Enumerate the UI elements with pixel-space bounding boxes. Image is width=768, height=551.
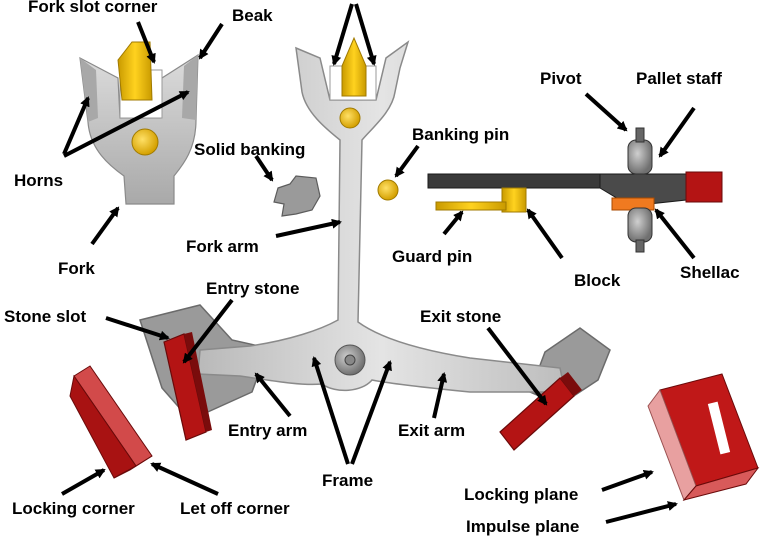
label-entry-stone: Entry stone bbox=[206, 279, 300, 298]
side-view bbox=[427, 127, 723, 253]
arrow-exit-arm bbox=[432, 372, 448, 419]
label-locking-plane: Locking plane bbox=[464, 485, 578, 504]
arrow-entry-stone bbox=[182, 298, 234, 364]
label-block: Block bbox=[574, 271, 621, 290]
label-fork-slot-corner: Fork slot corner bbox=[28, 0, 158, 16]
fork-detail-guard-pin bbox=[131, 128, 159, 156]
label-exit-arm: Exit arm bbox=[398, 421, 465, 440]
arrow-pivot bbox=[584, 92, 628, 132]
label-stone-slot: Stone slot bbox=[4, 307, 87, 326]
arrow-top-right bbox=[354, 3, 377, 66]
label-impulse-plane: Impulse plane bbox=[466, 517, 579, 536]
loose-stone-right-bottom bbox=[682, 467, 760, 501]
arrow-entry-arm bbox=[254, 372, 292, 418]
arrow-horns-left bbox=[62, 96, 90, 155]
side-view-lower-pivot bbox=[635, 239, 645, 253]
loose-stone-right-window bbox=[707, 401, 731, 455]
side-view-staff-upper bbox=[627, 139, 653, 175]
label-fork-arm: Fork arm bbox=[186, 237, 259, 256]
pallet-arbor-center bbox=[344, 354, 356, 366]
arrow-block bbox=[526, 208, 564, 260]
loose-stone-left bbox=[69, 365, 153, 479]
side-view-pivot bbox=[635, 127, 645, 143]
label-pivot: Pivot bbox=[540, 69, 582, 88]
arrow-stone-slot bbox=[105, 316, 170, 341]
arrow-impulse-plane bbox=[605, 501, 678, 524]
solid-banking bbox=[273, 175, 321, 217]
arrow-fork-slot-corner bbox=[136, 21, 156, 64]
arrow-let-off-corner bbox=[150, 462, 219, 496]
arrow-pallet-staff bbox=[658, 106, 696, 158]
side-view-guard-pin bbox=[435, 201, 507, 211]
exit-stone-side bbox=[560, 372, 582, 396]
arrow-locking-corner bbox=[61, 468, 106, 496]
arrow-banking-pin bbox=[394, 144, 420, 178]
label-entry-arm: Entry arm bbox=[228, 421, 307, 440]
label-exit-stone: Exit stone bbox=[420, 307, 501, 326]
impulse-pin bbox=[341, 36, 367, 97]
arrow-locking-plane bbox=[601, 470, 654, 492]
label-shellac: Shellac bbox=[680, 263, 740, 282]
labels: Fork slot corner Beak Horns Fork Solid b… bbox=[4, 0, 740, 536]
label-guard-pin: Guard pin bbox=[392, 247, 472, 266]
arrow-frame-right bbox=[350, 360, 392, 465]
arrow-guard-pin bbox=[442, 210, 464, 236]
side-view-staff-lower bbox=[627, 207, 653, 243]
label-solid-banking: Solid banking bbox=[194, 140, 305, 159]
label-pallet-staff: Pallet staff bbox=[636, 69, 722, 88]
pallet-body bbox=[197, 40, 566, 393]
arrow-horns-right bbox=[63, 90, 190, 158]
label-banking-pin: Banking pin bbox=[412, 125, 509, 144]
label-let-off-corner: Let off corner bbox=[180, 499, 290, 518]
fork-detail bbox=[79, 41, 199, 205]
label-horns: Horns bbox=[14, 171, 63, 190]
arrow-solid-banking bbox=[254, 154, 274, 182]
arrows bbox=[61, 3, 696, 524]
label-fork: Fork bbox=[58, 259, 95, 278]
side-view-pallet-stone bbox=[685, 171, 723, 203]
label-frame: Frame bbox=[322, 471, 373, 490]
fork-guard-pin bbox=[339, 107, 361, 129]
fork-detail-horn-right bbox=[182, 55, 198, 120]
arrow-exit-stone bbox=[486, 326, 548, 406]
arrow-shellac bbox=[654, 208, 696, 260]
arrow-fork-arm bbox=[275, 218, 342, 238]
label-locking-corner: Locking corner bbox=[12, 499, 135, 518]
label-beak: Beak bbox=[232, 6, 273, 25]
fork-detail-impulse-pin bbox=[117, 41, 153, 101]
loose-stone-right bbox=[647, 373, 760, 501]
fork-detail-horn-left bbox=[80, 58, 98, 122]
side-view-block bbox=[501, 187, 527, 213]
arrow-fork bbox=[90, 206, 120, 246]
arrow-frame-left bbox=[311, 356, 350, 465]
arrow-beak bbox=[198, 22, 224, 60]
banking-pin bbox=[377, 179, 399, 201]
loose-stone-left-side bbox=[113, 455, 153, 479]
arrow-top-left bbox=[331, 3, 354, 66]
